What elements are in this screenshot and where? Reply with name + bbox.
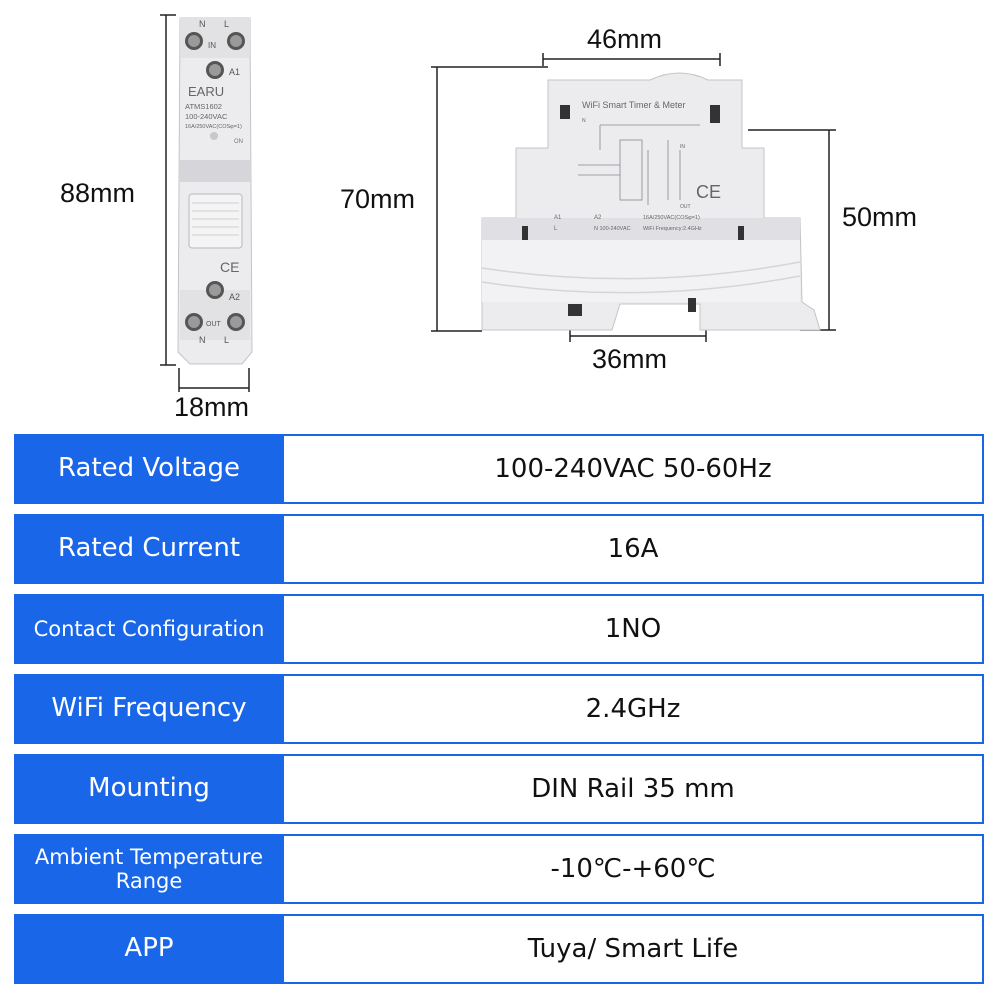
indicator-led-icon <box>210 132 218 140</box>
ce-mark-icon: CE <box>220 259 239 275</box>
spec-value: DIN Rail 35 mm <box>284 754 984 824</box>
toggle-lever <box>188 193 243 249</box>
spec-key: Contact Configuration <box>14 594 284 664</box>
dimension-width-top: 46mm <box>587 24 663 54</box>
spec-row-ambient-temperature: Ambient Temperature Range -10℃-+60℃ <box>14 834 984 904</box>
side-rating: 16A/250VAC(COSφ=1) <box>643 215 700 221</box>
front-voltage: 100-240VAC <box>185 112 228 121</box>
front-indicator-label: ON <box>234 139 243 145</box>
side-label-out: OUT <box>680 204 691 210</box>
side-wifi-frequency: WiFi Frequency:2.4GHz <box>643 226 702 232</box>
front-model: ATMS1602 <box>185 102 222 111</box>
front-terminal-n: N <box>199 19 206 29</box>
spec-row-wifi-frequency: WiFi Frequency 2.4GHz <box>14 674 984 744</box>
side-label-l: L <box>554 226 558 232</box>
device-side-view: WiFi Smart Timer & Meter CE A1 A2 L N 10… <box>481 72 821 331</box>
side-label-in: IN <box>680 144 685 150</box>
side-label-a2: A2 <box>594 215 602 221</box>
side-voltage: N 100-240VAC <box>594 226 631 232</box>
dimension-height-mid: 70mm <box>340 184 416 214</box>
front-terminal-bottom-n: N <box>199 335 206 345</box>
side-ce-mark-icon: CE <box>696 182 721 202</box>
front-terminal-out: OUT <box>206 321 222 328</box>
spec-value: 2.4GHz <box>284 674 984 744</box>
front-terminal-a2: A2 <box>229 292 240 302</box>
dimension-height-right: 50mm <box>842 202 918 232</box>
dimension-width-left: 18mm <box>174 392 250 422</box>
spec-value: 16A <box>284 514 984 584</box>
spec-key: Rated Current <box>14 514 284 584</box>
spec-row-app: APP Tuya/ Smart Life <box>14 914 984 984</box>
spec-key: Mounting <box>14 754 284 824</box>
product-drawing: N L IN A1 EARU ATMS1602 100-240VAC 16A/2… <box>160 14 836 392</box>
spec-key: Rated Voltage <box>14 434 284 504</box>
dimension-width-bottom: 36mm <box>592 344 668 374</box>
spec-row-contact-configuration: Contact Configuration 1NO <box>14 594 984 664</box>
spec-value: Tuya/ Smart Life <box>284 914 984 984</box>
side-label-a1: A1 <box>554 215 562 221</box>
front-terminal-bottom-l: L <box>224 335 229 345</box>
brand-logo: EARU <box>188 84 224 99</box>
spec-value: -10℃-+60℃ <box>284 834 984 904</box>
side-label-n: N <box>582 118 586 124</box>
front-terminal-l: L <box>224 19 229 29</box>
spec-key: WiFi Frequency <box>14 674 284 744</box>
front-terminal-in: IN <box>208 41 216 50</box>
spec-key: Ambient Temperature Range <box>14 834 284 904</box>
dimension-height-left: 88mm <box>60 178 136 208</box>
front-rating: 16A/250VAC(COSφ=1) <box>185 124 242 130</box>
side-title: WiFi Smart Timer & Meter <box>582 100 686 110</box>
spec-value: 1NO <box>284 594 984 664</box>
dimension-lines <box>160 14 836 392</box>
spec-key: APP <box>14 914 284 984</box>
front-terminal-a1: A1 <box>229 67 240 77</box>
spec-value: 100-240VAC 50-60Hz <box>284 434 984 504</box>
spec-row-rated-current: Rated Current 16A <box>14 514 984 584</box>
terminal-screw-icon <box>185 32 245 331</box>
spec-row-mounting: Mounting DIN Rail 35 mm <box>14 754 984 824</box>
spec-row-rated-voltage: Rated Voltage 100-240VAC 50-60Hz <box>14 434 984 504</box>
device-front-view: N L IN A1 EARU ATMS1602 100-240VAC 16A/2… <box>177 17 253 365</box>
